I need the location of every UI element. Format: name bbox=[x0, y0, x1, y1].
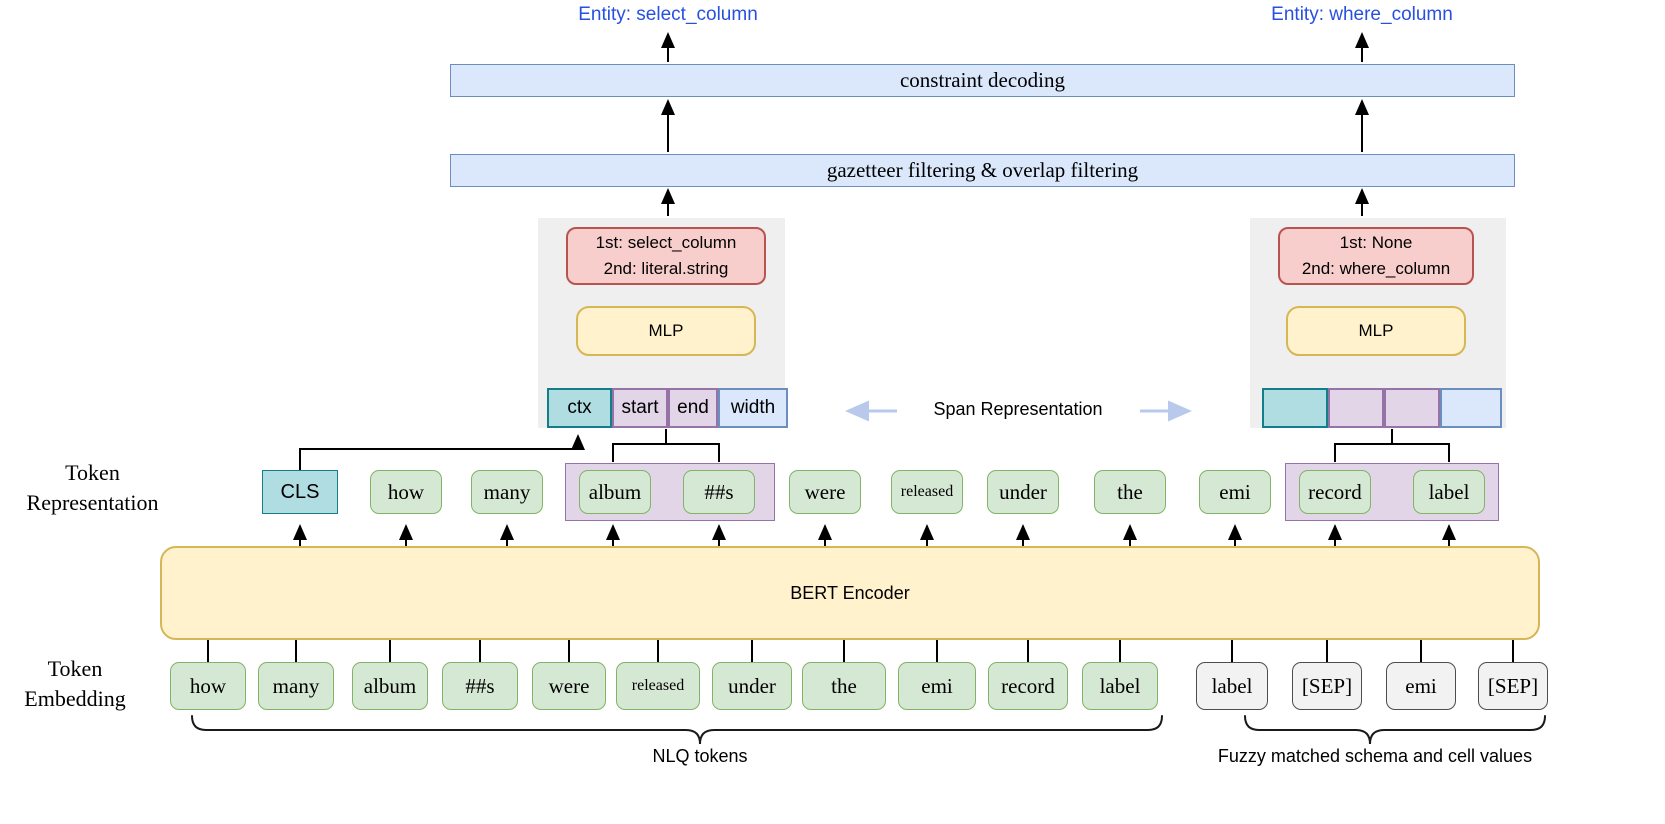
token-emb-0-how: how bbox=[170, 662, 246, 710]
right-mlp-box: MLP bbox=[1286, 306, 1466, 356]
nlq-tokens-caption: NLQ tokens bbox=[652, 746, 748, 766]
token-emb-12-SEP: [SEP] bbox=[1292, 662, 1362, 710]
token-emb-9-record: record bbox=[988, 662, 1068, 710]
schema-brace bbox=[1244, 715, 1546, 745]
token-emb-7-the: the bbox=[802, 662, 886, 710]
entity-output-right: Entity: where_column bbox=[1271, 4, 1453, 25]
constraint-decoding-bar: constraint decoding bbox=[450, 64, 1515, 97]
cls-to-ctx-connector bbox=[299, 434, 585, 470]
schema-values-caption: Fuzzy matched schema and cell values bbox=[1217, 746, 1533, 766]
token-rep-album: album bbox=[579, 470, 651, 514]
token-rep-how: how bbox=[370, 470, 442, 514]
bert-encoder-box: BERT Encoder bbox=[160, 546, 1540, 640]
right-span-seg-end bbox=[1384, 388, 1440, 428]
token-emb-4-were: were bbox=[532, 662, 606, 710]
nlq-brace bbox=[191, 715, 1163, 745]
right-span-seg-ctx bbox=[1262, 388, 1328, 428]
token-rep-many: many bbox=[471, 470, 543, 514]
right-prediction-box: 1st: None 2nd: where_column bbox=[1278, 227, 1474, 285]
token-embedding-label-line2: Embedding bbox=[24, 686, 126, 711]
token-rep-released: released bbox=[891, 470, 963, 514]
token-representation-label: Token Representation bbox=[5, 458, 180, 518]
token-rep-were: were bbox=[789, 470, 861, 514]
token-emb-6-under: under bbox=[712, 662, 792, 710]
span-seg-ctx: ctx bbox=[547, 388, 612, 428]
token-representation-label-line2: Representation bbox=[26, 490, 159, 515]
token-rep-label: label bbox=[1413, 470, 1485, 514]
record-group-bracket bbox=[1334, 429, 1450, 462]
entity-output-left: Entity: select_column bbox=[578, 4, 758, 25]
left-prediction-line2: 2nd: literal.string bbox=[603, 259, 729, 278]
left-prediction-line1: 1st: select_column bbox=[595, 233, 737, 252]
left-prediction-box: 1st: select_column 2nd: literal.string bbox=[566, 227, 766, 285]
album-group-bracket bbox=[612, 429, 720, 462]
token-emb-2-album: album bbox=[352, 662, 428, 710]
token-rep-record: record bbox=[1299, 470, 1371, 514]
token-embedding-label-line1: Token bbox=[47, 656, 103, 681]
token-emb-5-released: released bbox=[616, 662, 700, 710]
token-emb-10-label: label bbox=[1082, 662, 1158, 710]
token-emb-1-many: many bbox=[258, 662, 334, 710]
token-emb-3-s: ##s bbox=[442, 662, 518, 710]
token-emb-14-SEP: [SEP] bbox=[1478, 662, 1548, 710]
right-prediction-line2: 2nd: where_column bbox=[1301, 259, 1451, 278]
token-rep-s: ##s bbox=[683, 470, 755, 514]
span-seg-end: end bbox=[668, 388, 718, 428]
token-embedding-label: Token Embedding bbox=[0, 654, 150, 714]
span-seg-width: width bbox=[718, 388, 788, 428]
token-rep-the: the bbox=[1094, 470, 1166, 514]
token-rep-cls: CLS bbox=[262, 470, 338, 514]
token-emb-11-label: label bbox=[1196, 662, 1268, 710]
right-span-seg-start bbox=[1328, 388, 1384, 428]
token-emb-13-emi: emi bbox=[1386, 662, 1456, 710]
span-seg-start: start bbox=[612, 388, 668, 428]
left-mlp-box: MLP bbox=[576, 306, 756, 356]
token-representation-label-line1: Token bbox=[65, 460, 120, 485]
token-rep-under: under bbox=[987, 470, 1059, 514]
token-emb-8-emi: emi bbox=[898, 662, 976, 710]
right-prediction-line1: 1st: None bbox=[1339, 233, 1413, 252]
span-representation-label: Span Representation bbox=[933, 399, 1103, 419]
gazetteer-filtering-bar: gazetteer filtering & overlap filtering bbox=[450, 154, 1515, 187]
token-rep-emi: emi bbox=[1199, 470, 1271, 514]
right-span-seg-width bbox=[1440, 388, 1502, 428]
